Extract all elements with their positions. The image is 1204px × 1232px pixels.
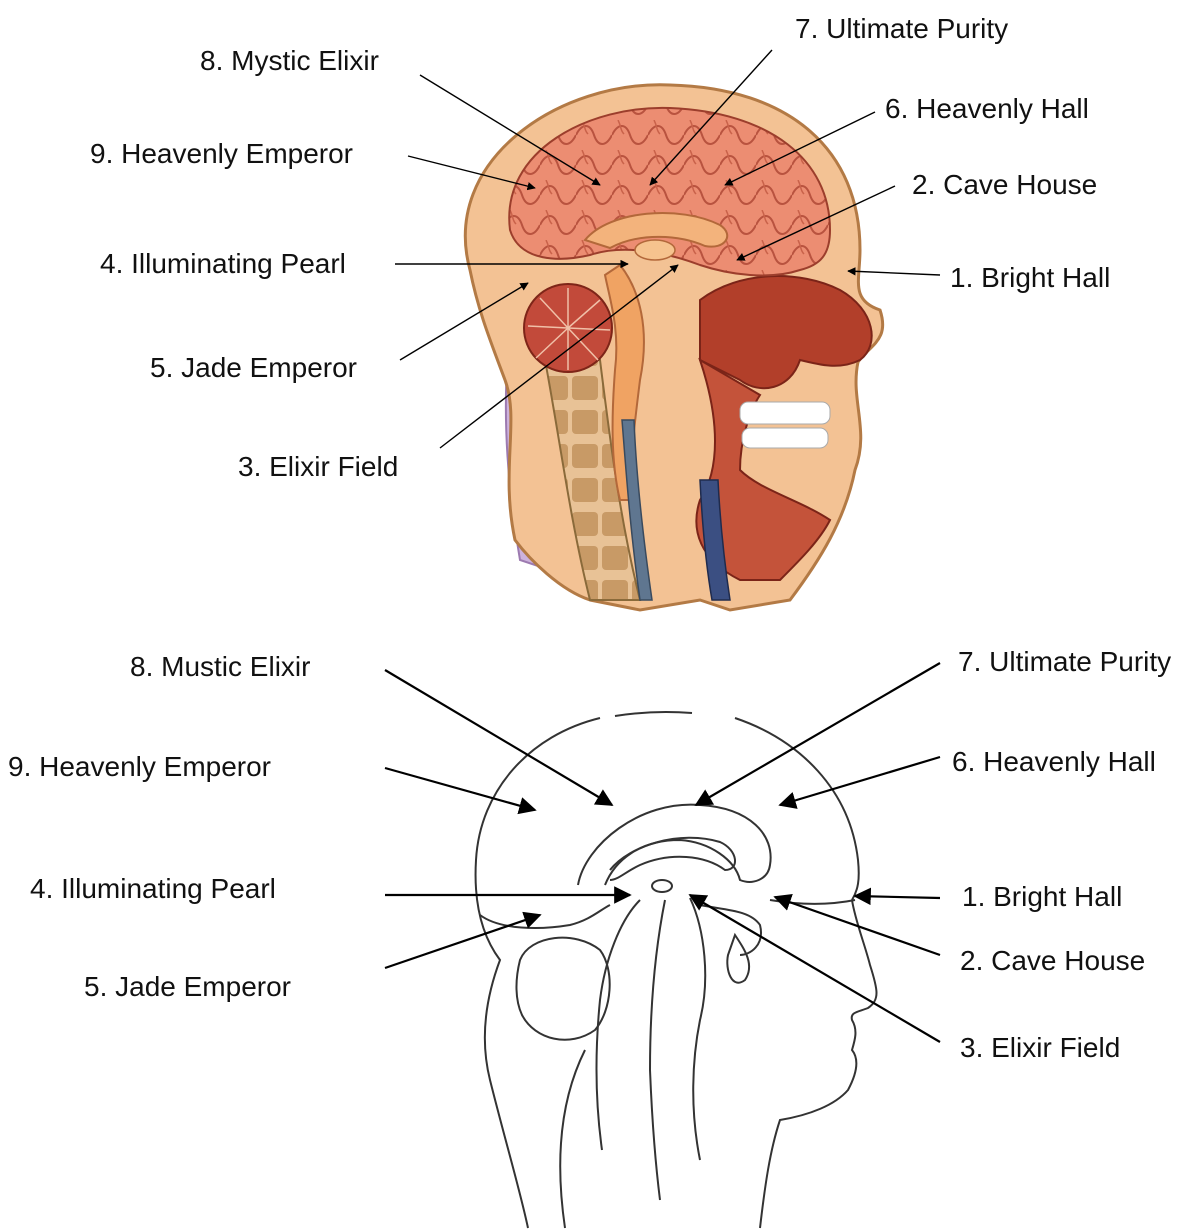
- top-label-elixir-field: 3. Elixir Field: [238, 451, 398, 482]
- brain-lower-boundary: [480, 905, 610, 928]
- bottom-leader-mystic-elixir: [385, 670, 612, 805]
- top-label-ultimate-purity: 7. Ultimate Purity: [795, 13, 1008, 44]
- top-label-mystic-elixir: 8. Mystic Elixir: [200, 45, 379, 76]
- face-profile: [760, 900, 877, 1228]
- bottom-leader-bright-hall: [855, 896, 940, 898]
- top-leader-bright-hall: [848, 271, 940, 275]
- bottom-labels: 8. Mustic Elixir 7. Ultimate Purity 9. H…: [8, 646, 1171, 1063]
- top-label-cave-house: 2. Cave House: [912, 169, 1097, 200]
- bottom-label-heavenly-hall: 6. Heavenly Hall: [952, 746, 1156, 777]
- pituitary-outline: [727, 935, 749, 983]
- cerebellum-outline: [516, 938, 609, 1040]
- bottom-label-illuminating-pearl: 4. Illuminating Pearl: [30, 873, 276, 904]
- top-label-heavenly-emperor: 9. Heavenly Emperor: [90, 138, 353, 169]
- top-label-illuminating-pearl: 4. Illuminating Pearl: [100, 248, 346, 279]
- bottom-leader-ultimate-purity: [696, 663, 940, 805]
- thalamus-oval: [652, 880, 672, 892]
- bottom-label-ultimate-purity: 7. Ultimate Purity: [958, 646, 1171, 677]
- top-label-jade-emperor: 5. Jade Emperor: [150, 352, 357, 383]
- bottom-leader-heavenly-hall: [780, 757, 940, 805]
- cranium-outline: [476, 718, 600, 1228]
- spinal-canal: [650, 900, 665, 1200]
- bottom-label-elixir-field: 3. Elixir Field: [960, 1032, 1120, 1063]
- brainstem-outline-right: [690, 898, 705, 1160]
- cranium-top-segment: [615, 712, 692, 716]
- neck-back: [560, 1050, 585, 1228]
- bottom-label-mystic-elixir: 8. Mustic Elixir: [130, 651, 310, 682]
- bottom-label-bright-hall: 1. Bright Hall: [962, 881, 1122, 912]
- bottom-label-jade-emperor: 5. Jade Emperor: [84, 971, 291, 1002]
- brainstem-outline-left: [596, 900, 640, 1150]
- top-label-heavenly-hall: 6. Heavenly Hall: [885, 93, 1089, 124]
- bottom-label-cave-house: 2. Cave House: [960, 945, 1145, 976]
- fornix-outline: [610, 838, 735, 880]
- bottom-leader-jade-emperor: [385, 915, 540, 968]
- thalamus: [635, 240, 675, 260]
- bottom-leader-cave-house: [775, 897, 940, 955]
- top-label-bright-hall: 1. Bright Hall: [950, 262, 1110, 293]
- bottom-leader-heavenly-emperor: [385, 768, 535, 810]
- corpus-callosum-outline: [578, 805, 771, 885]
- anatomical-head-illustration: [465, 85, 882, 610]
- bottom-label-heavenly-emperor: 9. Heavenly Emperor: [8, 751, 271, 782]
